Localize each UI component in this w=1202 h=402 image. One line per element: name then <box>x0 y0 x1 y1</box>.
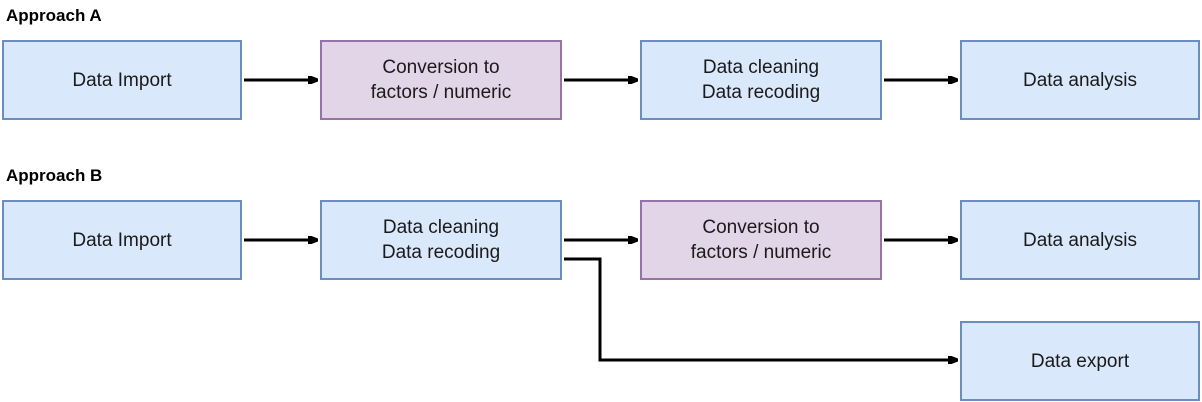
node-a-data-analysis[interactable]: Data analysis <box>960 40 1200 120</box>
node-b-data-export[interactable]: Data export <box>960 321 1200 401</box>
node-a-data-cleaning-label: Data cleaning Data recoding <box>701 57 821 103</box>
approach-b-title: Approach B <box>6 166 103 185</box>
node-b-data-import[interactable]: Data Import <box>2 200 242 280</box>
node-b-data-analysis[interactable]: Data analysis <box>960 200 1200 280</box>
node-a-conversion-label: Conversion to factors / numeric <box>370 57 512 103</box>
node-a-data-cleaning[interactable]: Data cleaning Data recoding <box>640 40 882 120</box>
node-b-data-cleaning-label: Data cleaning Data recoding <box>381 217 501 263</box>
approach-a-title: Approach A <box>6 6 102 25</box>
node-a-conversion[interactable]: Conversion to factors / numeric <box>320 40 562 120</box>
node-b-data-cleaning[interactable]: Data cleaning Data recoding <box>320 200 562 280</box>
node-a-data-import[interactable]: Data Import <box>2 40 242 120</box>
node-b-conversion-label: Conversion to factors / numeric <box>690 217 832 263</box>
node-b-data-export-label: Data export <box>1030 350 1130 372</box>
node-b-conversion[interactable]: Conversion to factors / numeric <box>640 200 882 280</box>
node-a-data-analysis-label: Data analysis <box>1022 69 1138 91</box>
node-a-data-import-label: Data Import <box>72 69 172 91</box>
node-b-data-analysis-label: Data analysis <box>1022 229 1138 251</box>
node-b-data-import-label: Data Import <box>72 229 172 251</box>
